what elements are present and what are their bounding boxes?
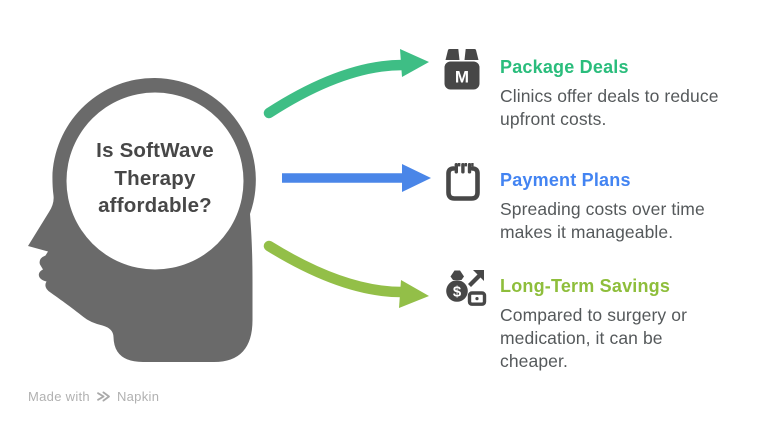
svg-text:$: $ bbox=[453, 284, 462, 301]
item-title: Payment Plans bbox=[500, 170, 631, 190]
package-m-icon: M bbox=[441, 46, 487, 92]
arrow-payment-plans bbox=[282, 164, 431, 192]
arrow-head bbox=[400, 49, 429, 77]
item-description-line: Clinics offer deals to reduce bbox=[500, 86, 719, 106]
item-description-line: medication, it can be bbox=[500, 328, 663, 348]
made-with-label: Made with bbox=[28, 389, 90, 404]
calendar-notes-icon bbox=[441, 159, 487, 205]
item-description-line: cheaper. bbox=[500, 351, 568, 371]
napkin-logo-icon bbox=[96, 390, 111, 403]
item-package-deals: M Package Deals Clinics offer deals to r… bbox=[441, 44, 762, 131]
arrow-head bbox=[399, 280, 429, 308]
item-long-term-savings: $ Long-Term Savings Compared to surgery … bbox=[441, 263, 762, 373]
arrow-package-deals bbox=[263, 49, 429, 119]
central-question: Is SoftWave Therapy affordable? bbox=[63, 137, 247, 220]
item-title: Package Deals bbox=[500, 57, 629, 77]
arrow-long-term-savings bbox=[263, 240, 429, 308]
item-description-line: upfront costs. bbox=[500, 109, 607, 129]
item-description: Compared to surgery or medication, it ca… bbox=[500, 304, 762, 373]
arrow-shaft bbox=[263, 240, 410, 298]
money-bag-growth-icon: $ bbox=[441, 265, 487, 311]
thought-circle bbox=[66, 92, 244, 270]
item-description-line: makes it manageable. bbox=[500, 222, 674, 242]
item-description: Spreading costs over time makes it manag… bbox=[500, 198, 762, 244]
arrow-shaft bbox=[263, 59, 411, 119]
item-description-line: Compared to surgery or bbox=[500, 305, 688, 325]
question-line: Is SoftWave bbox=[96, 139, 214, 162]
svg-text:M: M bbox=[455, 68, 469, 87]
question-line: affordable? bbox=[98, 194, 212, 217]
item-title: Long-Term Savings bbox=[500, 276, 671, 296]
napkin-brand-label: Napkin bbox=[116, 389, 160, 404]
item-payment-plans: Payment Plans Spreading costs over time … bbox=[441, 157, 762, 244]
item-description: Clinics offer deals to reduce upfront co… bbox=[500, 85, 762, 131]
question-line: Therapy bbox=[114, 166, 196, 190]
napkin-watermark: Made with Napkin bbox=[28, 389, 159, 404]
item-description-line: Spreading costs over time bbox=[500, 199, 705, 219]
arrow-head bbox=[402, 164, 431, 192]
